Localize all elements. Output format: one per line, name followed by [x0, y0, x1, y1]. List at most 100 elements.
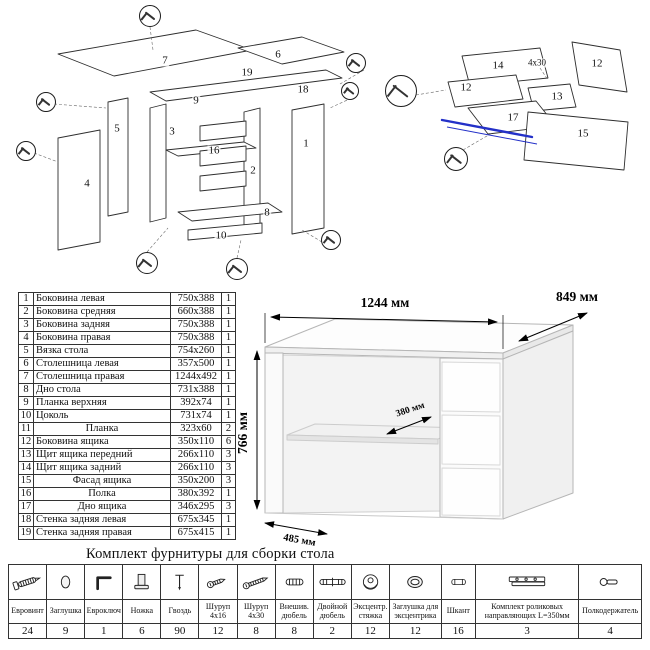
parts-cell-qty: 1 — [221, 383, 236, 397]
parts-cell-num: 10 — [18, 409, 34, 423]
shelf-pin-icon — [579, 565, 641, 599]
parts-cell-size: 750x388 — [170, 318, 222, 332]
leg-icon — [123, 565, 160, 599]
exploded-views-drawing — [33, 26, 629, 259]
parts-cell-num: 18 — [18, 513, 34, 527]
hardware-item-qty: 1 — [100, 625, 107, 637]
parts-cell-qty: 1 — [221, 318, 236, 332]
hardware-item-qty: 2 — [329, 625, 336, 637]
dim-width-label: 1244 мм — [361, 295, 410, 310]
parts-cell-name: Столешница правая — [33, 370, 171, 384]
hardware-item-name: Комплект роликовых направляющих L=350мм — [475, 599, 579, 624]
parts-cell-qty: 2 — [221, 422, 236, 436]
roller-guide-highlight — [440, 118, 534, 139]
dowel-icon — [276, 565, 313, 599]
parts-cell-num: 14 — [18, 461, 34, 475]
hardware-item-qty: 8 — [291, 625, 297, 637]
parts-cell-num: 13 — [18, 448, 34, 462]
parts-cell-qty: 3 — [221, 448, 236, 462]
hardware-item-name: Гвоздь — [161, 599, 199, 624]
shkant-icon — [442, 565, 475, 599]
parts-cell-size: 675x345 — [170, 513, 222, 527]
parts-cell-name: Планка верхняя — [33, 396, 171, 410]
hardware-item-name: Шкант — [441, 599, 475, 624]
parts-cell-qty: 1 — [221, 292, 236, 306]
parts-cell-name: Столешница левая — [33, 357, 171, 371]
parts-cell-num: 17 — [18, 500, 34, 514]
parts-cell-size: 380x392 — [170, 487, 222, 501]
parts-cell-qty: 1 — [221, 305, 236, 319]
parts-cell-num: 8 — [18, 383, 34, 397]
hardware-item-name: Ножка — [123, 599, 161, 624]
hardware-item-name: Шуруп 4x30 — [237, 599, 275, 624]
hexkey-icon — [85, 565, 122, 599]
parts-cell-name: Боковина средняя — [33, 305, 171, 319]
parts-cell-num: 9 — [18, 396, 34, 410]
hardware-item-name: Шуруп 4x16 — [199, 599, 237, 624]
hardware-item-name: Заглушка для эксцентрика — [389, 599, 441, 624]
hardware-item-qty: 12 — [409, 625, 421, 637]
parts-cell-size: 346x295 — [170, 500, 222, 514]
hardware-item-qty: 12 — [212, 625, 224, 637]
parts-cell-name: Стенка задняя левая — [33, 513, 171, 527]
parts-cell-size: 357x500 — [170, 357, 222, 371]
parts-cell-name: Цоколь — [33, 409, 171, 423]
parts-cell-name: Боковина задняя — [33, 318, 171, 332]
parts-cell-size: 754x260 — [170, 344, 222, 358]
parts-cell-qty: 1 — [221, 526, 236, 540]
parts-cell-name: Боковина ящика — [33, 435, 171, 449]
parts-cell-num: 5 — [18, 344, 34, 358]
parts-cell-size: 1244x492 — [170, 370, 222, 384]
parts-cell-size: 266x110 — [170, 461, 222, 475]
desk-3d-view: 1244 мм 849 мм 766 мм 380 мм 485 мм — [235, 289, 598, 549]
hardware-item-name: Евроключ — [85, 599, 123, 624]
desk-dimension-drawing: 1244 мм 849 мм 766 мм 380 мм 485 мм — [235, 285, 650, 549]
parts-cell-num: 19 — [18, 526, 34, 540]
parts-cell-name: Фасад ящика — [33, 474, 171, 488]
hardware-item-qty: 12 — [364, 625, 376, 637]
parts-cell-num: 6 — [18, 357, 34, 371]
rail-icon — [476, 565, 579, 599]
hardware-item-qty: 4 — [607, 625, 613, 637]
parts-cell-num: 4 — [18, 331, 34, 345]
parts-cell-num: 1 — [18, 292, 34, 306]
dim-front-label: 485 мм — [282, 532, 316, 547]
parts-cell-size: 750x388 — [170, 292, 222, 306]
hardware-item-name: Внешив. дюбель — [275, 599, 313, 624]
parts-cell-qty: 1 — [221, 331, 236, 345]
parts-cell-size: 675x415 — [170, 526, 222, 540]
cam-cap-icon — [390, 565, 441, 599]
dim-height-label: 766 мм — [235, 412, 250, 454]
parts-cell-name: Вязка стола — [33, 344, 171, 358]
hardware-item-qty: 16 — [452, 625, 464, 637]
parts-cell-num: 15 — [18, 474, 34, 488]
dim-depth-label: 849 мм — [556, 289, 598, 304]
hardware-item-qty: 9 — [62, 625, 69, 637]
parts-cell-qty: 1 — [221, 344, 236, 358]
parts-cell-num: 12 — [18, 435, 34, 449]
parts-cell-qty: 1 — [221, 513, 236, 527]
parts-cell-name: Дно стола — [33, 383, 171, 397]
